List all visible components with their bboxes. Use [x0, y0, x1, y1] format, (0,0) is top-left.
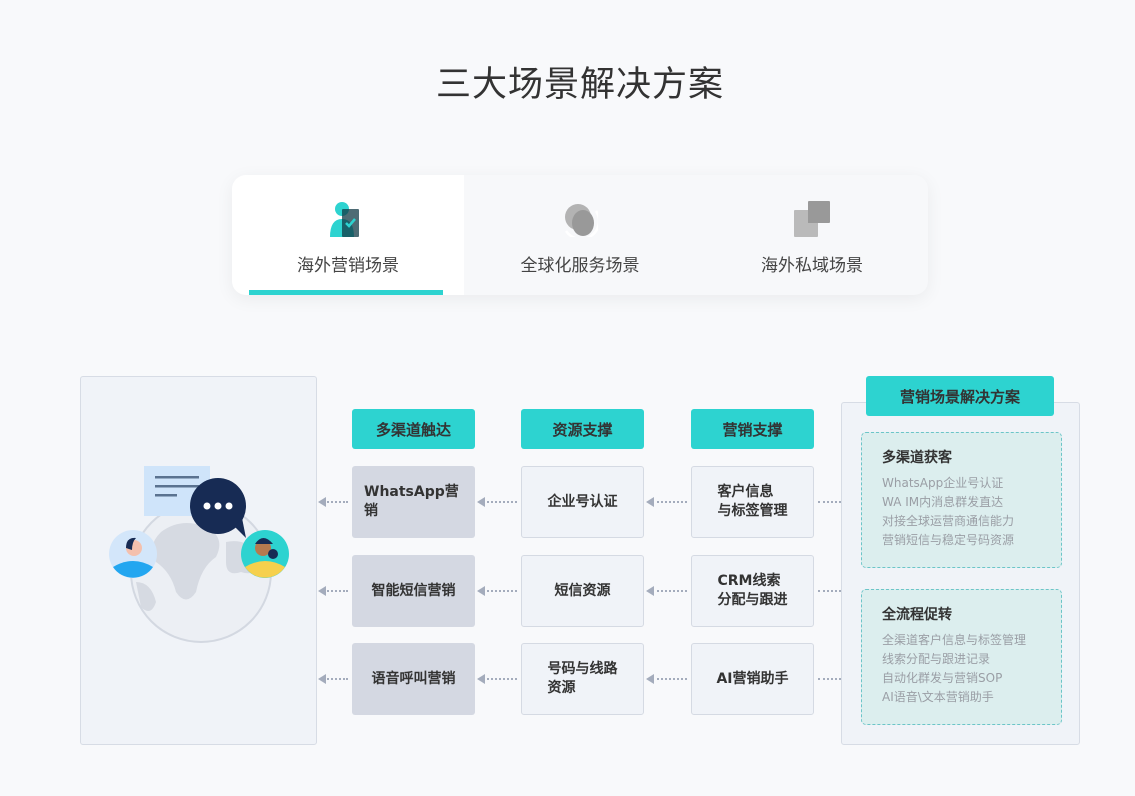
global-chat-illustration: [109, 466, 289, 643]
flow-node: 号码与线路 资源: [521, 643, 644, 715]
group-item: 对接全球运营商通信能力: [882, 514, 1015, 528]
connector-line: [652, 678, 687, 680]
connector-line: [483, 590, 517, 592]
flow-node: 智能短信营销: [352, 555, 475, 627]
arrow-left-icon: [477, 497, 485, 507]
arrow-left-icon: [646, 586, 654, 596]
solution-group: 全流程促转全渠道客户信息与标签管理线索分配与跟进记录自动化群发与营销SOP AI语…: [861, 589, 1062, 725]
column-header: 营销支撑: [691, 409, 814, 449]
scenario-tabs: 海外营销场景 全球化服务场景 海外私域场景: [232, 175, 928, 295]
arrow-left-icon: [318, 497, 326, 507]
flow-node: CRM线索 分配与跟进: [691, 555, 814, 627]
arrow-left-icon: [646, 497, 654, 507]
page-title: 三大场景解决方案: [435, 65, 724, 105]
flow-node: 企业号认证: [521, 466, 644, 538]
connector-line: [652, 501, 687, 503]
arrow-left-icon: [646, 674, 654, 684]
overlapping-squares-icon: [794, 201, 830, 237]
tab-label: 全球化服务场景: [520, 256, 640, 276]
connector-line: [483, 501, 517, 503]
arrow-left-icon: [477, 674, 485, 684]
connector-line: [818, 501, 841, 503]
connector-line: [652, 590, 687, 592]
column-header: 多渠道触达: [352, 409, 475, 449]
arrow-left-icon: [318, 674, 326, 684]
user-check-icon: [330, 202, 359, 237]
group-title: 多渠道获客: [882, 450, 952, 466]
arrow-left-icon: [477, 586, 485, 596]
solution-group: 多渠道获客 WhatsApp企业号认证 WA IM内消息群发直达对接全球运营商通信能…: [861, 432, 1062, 568]
group-item: 线索分配与跟进记录: [882, 652, 991, 666]
connector-line: [483, 678, 517, 680]
connector-line: [324, 678, 348, 680]
group-item: 自动化群发与营销SOP: [882, 671, 1003, 685]
group-item: WA IM内消息群发直达: [882, 495, 1004, 509]
solution-header: 营销场景解决方案: [866, 376, 1054, 416]
connector-line: [818, 678, 841, 680]
tab-overseas-private[interactable]: 海外私域场景: [696, 175, 928, 295]
arrow-left-icon: [318, 586, 326, 596]
flow-node: 短信资源: [521, 555, 644, 627]
group-title: 全流程促转: [882, 607, 952, 623]
group-item: WhatsApp企业号认证: [882, 476, 1004, 490]
connector-line: [324, 590, 348, 592]
flow-node: 语音呼叫营销: [352, 643, 475, 715]
tab-overseas-marketing[interactable]: 海外营销场景: [232, 175, 464, 295]
flow-node: AI营销助手: [691, 643, 814, 715]
flow-node: WhatsApp营销: [352, 466, 475, 538]
group-item: 全渠道客户信息与标签管理: [882, 633, 1027, 647]
flow-node: 客户信息 与标签管理: [691, 466, 814, 538]
tab-label: 海外私域场景: [761, 256, 863, 276]
connector-line: [324, 501, 348, 503]
group-item: 营销短信与稳定号码资源: [882, 533, 1015, 547]
connector-line: [818, 590, 841, 592]
globe-orbit-icon: [564, 204, 598, 237]
tab-label: 海外营销场景: [297, 256, 399, 276]
group-item: AI语音\文本营销助手: [882, 690, 994, 704]
illustration-panel: [80, 376, 317, 745]
column-header: 资源支撑: [521, 409, 644, 449]
tab-global-service[interactable]: 全球化服务场景: [464, 175, 696, 295]
active-tab-indicator: [249, 290, 443, 295]
